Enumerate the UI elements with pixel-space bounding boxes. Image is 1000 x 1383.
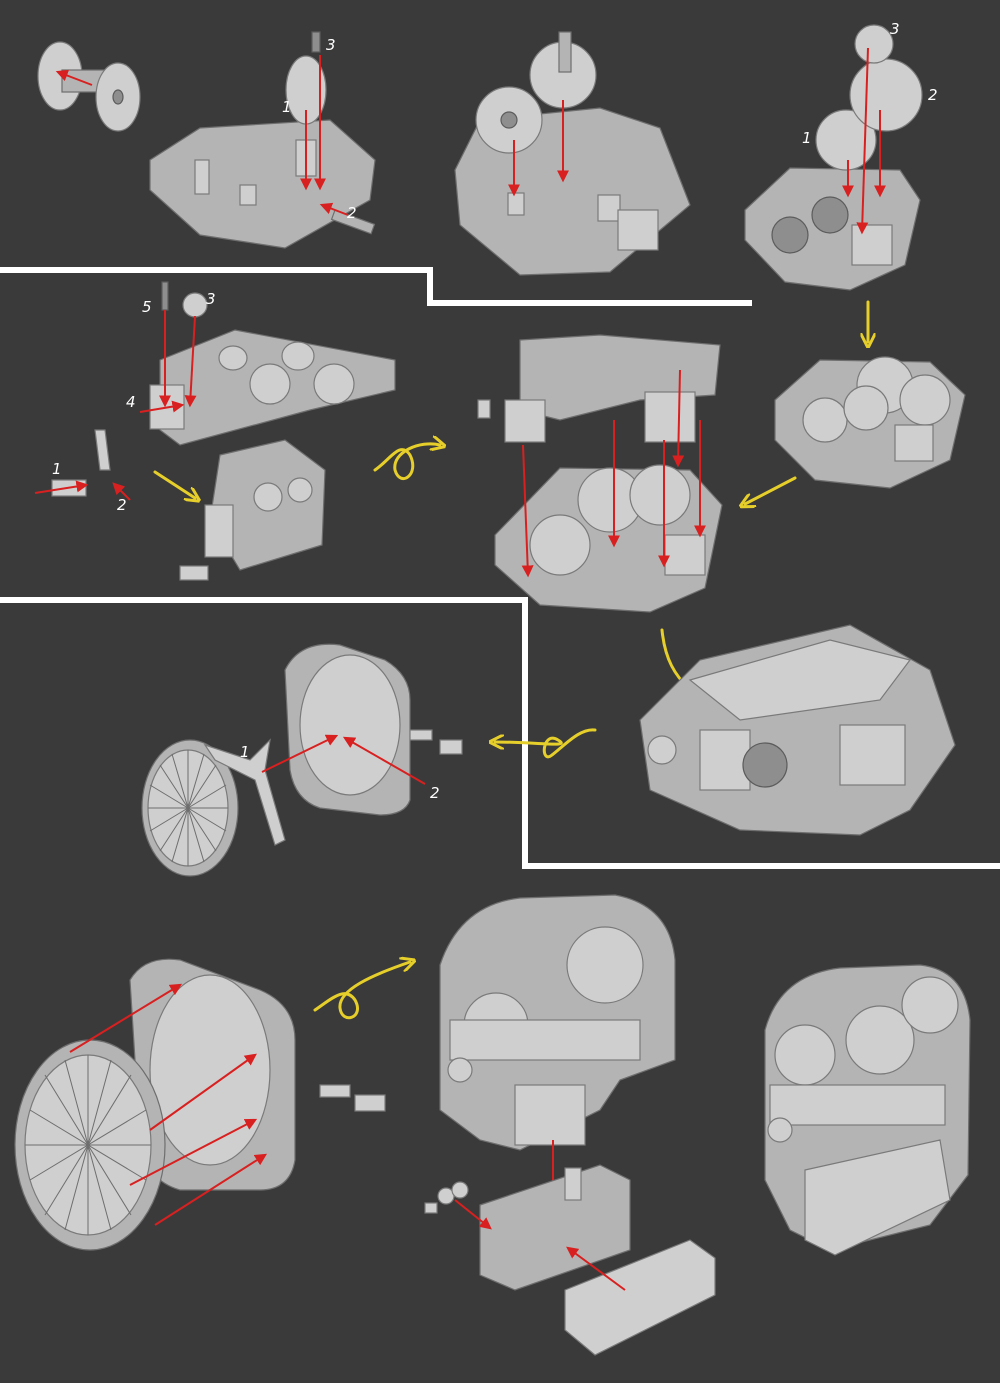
red-arrow: [112, 482, 131, 501]
film-tray: [564, 1239, 716, 1356]
red-arrow: [566, 1246, 626, 1291]
red-arrow: [521, 444, 534, 578]
shutter-blade: [203, 738, 286, 846]
label-3: 3: [326, 36, 336, 54]
red-arrow: [129, 1118, 258, 1186]
red-arrow: [261, 734, 339, 773]
yellow-loop-arrow: [495, 728, 597, 759]
label-1: 1: [282, 98, 292, 116]
label-4: 4: [126, 393, 136, 411]
label-2: 2: [117, 496, 127, 514]
red-arrow: [154, 1153, 268, 1226]
divider-row1: [0, 267, 752, 306]
yellow-arrow: [153, 470, 195, 498]
label-1: 1: [240, 743, 250, 761]
red-arrow: [149, 1053, 257, 1131]
label-3: 3: [206, 290, 216, 308]
red-arrow: [672, 369, 685, 468]
red-arrow: [184, 315, 197, 408]
red-arrow: [34, 480, 89, 494]
label-2: 2: [430, 784, 440, 802]
small-gears: [424, 1181, 469, 1214]
red-arrow: [319, 202, 349, 216]
front-plate-large: [129, 958, 386, 1191]
divider-row2: [0, 597, 1000, 869]
red-arrow: [55, 69, 93, 86]
label-5: 5: [142, 298, 152, 316]
assembled-camera: [764, 964, 971, 1256]
assembled-body: [639, 624, 956, 836]
label-2: 2: [347, 204, 357, 222]
film-box: [479, 1164, 631, 1291]
crank-frame-assembled: [179, 439, 326, 581]
red-arrow: [342, 736, 426, 785]
red-arrow: [856, 47, 869, 235]
base-plate-1: [149, 31, 376, 249]
base-plate-5: [494, 464, 723, 613]
red-arrow: [139, 400, 185, 413]
yellow-loop-arrow: [373, 444, 440, 481]
base-plate-3: [744, 24, 923, 291]
spool-part: [37, 41, 141, 132]
camera-body: [439, 894, 676, 1151]
label-1: 1: [802, 129, 812, 147]
lens-grill-large: [14, 1039, 166, 1251]
label-3: 3: [890, 20, 900, 38]
front-plate: [284, 643, 463, 816]
base-plate-2: [454, 31, 691, 276]
yellow-arrow: [745, 476, 797, 504]
lens-grill: [141, 739, 239, 877]
housing-cover: [477, 334, 721, 443]
base-plate-4: [774, 356, 966, 489]
label-2: 2: [928, 86, 938, 104]
yellow-loop-arrow: [313, 962, 410, 1020]
red-arrow: [454, 1199, 492, 1230]
red-arrow: [69, 983, 183, 1053]
label-1: 1: [52, 460, 62, 478]
